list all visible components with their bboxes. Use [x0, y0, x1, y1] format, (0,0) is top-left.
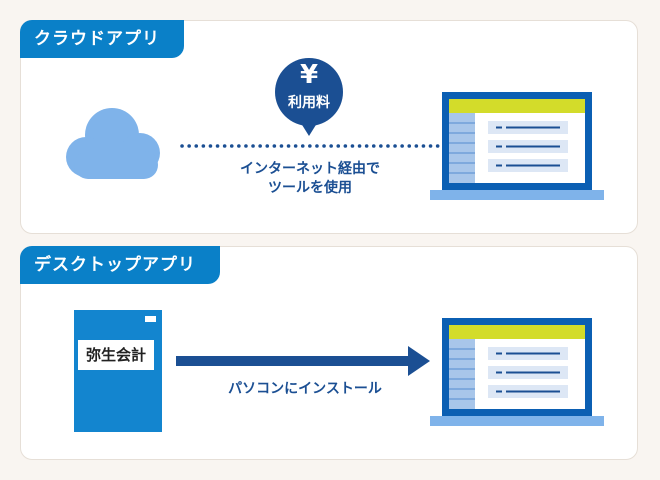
cloud-caption: インターネット経由で ツールを使用	[210, 160, 410, 198]
internet-connection-line	[180, 144, 442, 148]
cloud-caption-line1: インターネット経由で	[240, 161, 380, 177]
fee-label: 利用料	[288, 95, 330, 111]
install-arrow	[176, 346, 430, 376]
package-label: 弥生会計	[78, 340, 154, 370]
cloud-caption-line2: ツールを使用	[268, 180, 352, 196]
desktop-app-title: デスクトップアプリ	[20, 246, 220, 284]
software-package-icon	[74, 310, 162, 432]
laptop-icon-cloud	[430, 92, 604, 200]
yen-symbol: ¥	[299, 60, 319, 90]
fee-pin-icon	[275, 58, 343, 136]
cloud-icon	[66, 108, 160, 179]
desktop-caption: パソコンにインストール	[228, 381, 382, 397]
laptop-icon-desktop	[430, 318, 604, 426]
cloud-app-title: クラウドアプリ	[20, 20, 184, 58]
